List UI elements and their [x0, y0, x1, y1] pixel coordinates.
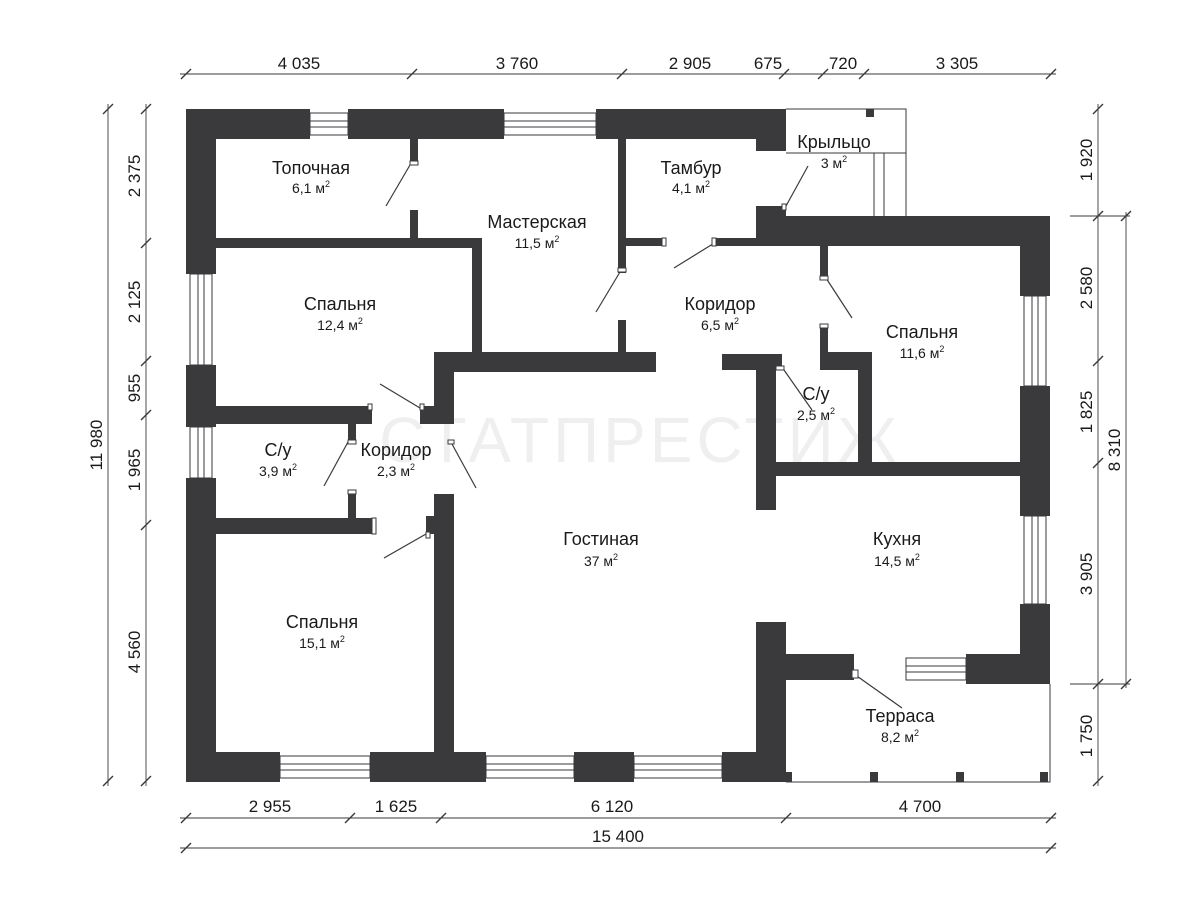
dim-left-4: 4 560	[125, 631, 144, 674]
room-krylco: Крыльцо 3 м2	[797, 132, 870, 171]
dimension-top: 4 035 3 760 2 905 675 720 3 305	[180, 54, 1057, 80]
dimension-bottom: 2 955 1 625 6 120 4 700 15 400	[180, 797, 1057, 854]
dim-total-width: 15 400	[592, 827, 644, 846]
dim-top-2: 2 905	[669, 54, 712, 73]
svg-text:8,2 м2: 8,2 м2	[881, 728, 919, 745]
svg-text:2,3 м2: 2,3 м2	[377, 462, 415, 479]
svg-text:3,9 м2: 3,9 м2	[259, 462, 297, 479]
dim-top-1: 3 760	[496, 54, 539, 73]
svg-text:14,5 м2: 14,5 м2	[874, 552, 920, 569]
dim-top-4: 720	[829, 54, 857, 73]
svg-text:Коридор: Коридор	[360, 440, 431, 460]
dim-bottom-0: 2 955	[249, 797, 292, 816]
room-terrasa: Терраса 8,2 м2	[865, 706, 935, 745]
dim-total-height: 11 980	[87, 420, 106, 471]
svg-text:6,1 м2: 6,1 м2	[292, 179, 330, 196]
svg-text:Коридор: Коридор	[684, 294, 755, 314]
room-su-2: С/у 3,9 м2	[259, 440, 297, 479]
svg-text:12,4 м2: 12,4 м2	[317, 316, 363, 333]
dim-left-0: 2 375	[125, 155, 144, 198]
dimension-right: 1 920 2 580 1 825 3 905 1 750 8 310	[1070, 103, 1132, 787]
dim-right-3: 3 905	[1077, 553, 1096, 596]
svg-text:Тамбур: Тамбур	[660, 158, 721, 178]
room-spalnya-2: Спальня 11,6 м2	[886, 322, 958, 361]
dim-top-0: 4 035	[278, 54, 321, 73]
room-koridor-2: Коридор 2,3 м2	[360, 440, 431, 479]
room-tambur: Тамбур 4,1 м2	[660, 158, 721, 196]
windows	[189, 112, 1047, 779]
walls	[186, 109, 1050, 782]
dim-left-1: 2 125	[125, 281, 144, 324]
dim-bottom-2: 6 120	[591, 797, 634, 816]
svg-text:Кухня: Кухня	[873, 529, 921, 549]
dim-bottom-1: 1 625	[375, 797, 418, 816]
svg-text:11,6 м2: 11,6 м2	[900, 344, 945, 361]
room-su-1: С/у 2,5 м2	[797, 384, 835, 423]
svg-text:Крыльцо: Крыльцо	[797, 132, 870, 152]
svg-text:С/у: С/у	[265, 440, 292, 460]
svg-text:Гостиная: Гостиная	[563, 529, 639, 549]
room-labels: Топочная 6,1 м2 Мастерская 11,5 м2 Тамбу…	[259, 132, 958, 745]
dim-right-total: 8 310	[1105, 429, 1124, 472]
svg-text:4,1 м2: 4,1 м2	[672, 179, 710, 196]
dim-right-4: 1 750	[1077, 715, 1096, 758]
svg-text:3 м2: 3 м2	[821, 154, 847, 171]
dim-left-2: 955	[125, 374, 144, 402]
room-kuhnya: Кухня 14,5 м2	[873, 529, 921, 569]
svg-text:11,5 м2: 11,5 м2	[515, 234, 560, 251]
svg-text:Спальня: Спальня	[286, 612, 358, 632]
room-gostinaya: Гостиная 37 м2	[563, 529, 639, 569]
svg-text:37 м2: 37 м2	[584, 552, 618, 569]
svg-text:Топочная: Топочная	[272, 158, 350, 178]
dim-right-1: 2 580	[1077, 267, 1096, 310]
dim-bottom-3: 4 700	[899, 797, 942, 816]
dim-top-5: 3 305	[936, 54, 979, 73]
room-koridor-1: Коридор 6,5 м2	[684, 294, 755, 333]
svg-text:2,5 м2: 2,5 м2	[797, 406, 835, 423]
svg-text:С/у: С/у	[803, 384, 830, 404]
room-topochnaya: Топочная 6,1 м2	[272, 158, 350, 196]
svg-text:Спальня: Спальня	[886, 322, 958, 342]
dim-top-3: 675	[754, 54, 782, 73]
dim-right-0: 1 920	[1077, 139, 1096, 182]
svg-text:Терраса: Терраса	[865, 706, 935, 726]
dimension-left: 11 980 2 375 2 125 955 1 965 4 560	[87, 103, 152, 787]
svg-text:Спальня: Спальня	[304, 294, 376, 314]
room-spalnya-1: Спальня 12,4 м2	[304, 294, 376, 333]
room-spalnya-3: Спальня 15,1 м2	[286, 612, 358, 651]
dim-right-2: 1 825	[1077, 391, 1096, 434]
room-masterskaya: Мастерская 11,5 м2	[487, 212, 586, 251]
dim-left-3: 1 965	[125, 449, 144, 492]
porch-terrace	[786, 108, 1051, 783]
svg-text:Мастерская: Мастерская	[487, 212, 586, 232]
svg-text:15,1 м2: 15,1 м2	[299, 634, 345, 651]
doors	[323, 160, 903, 709]
svg-text:6,5 м2: 6,5 м2	[701, 316, 739, 333]
